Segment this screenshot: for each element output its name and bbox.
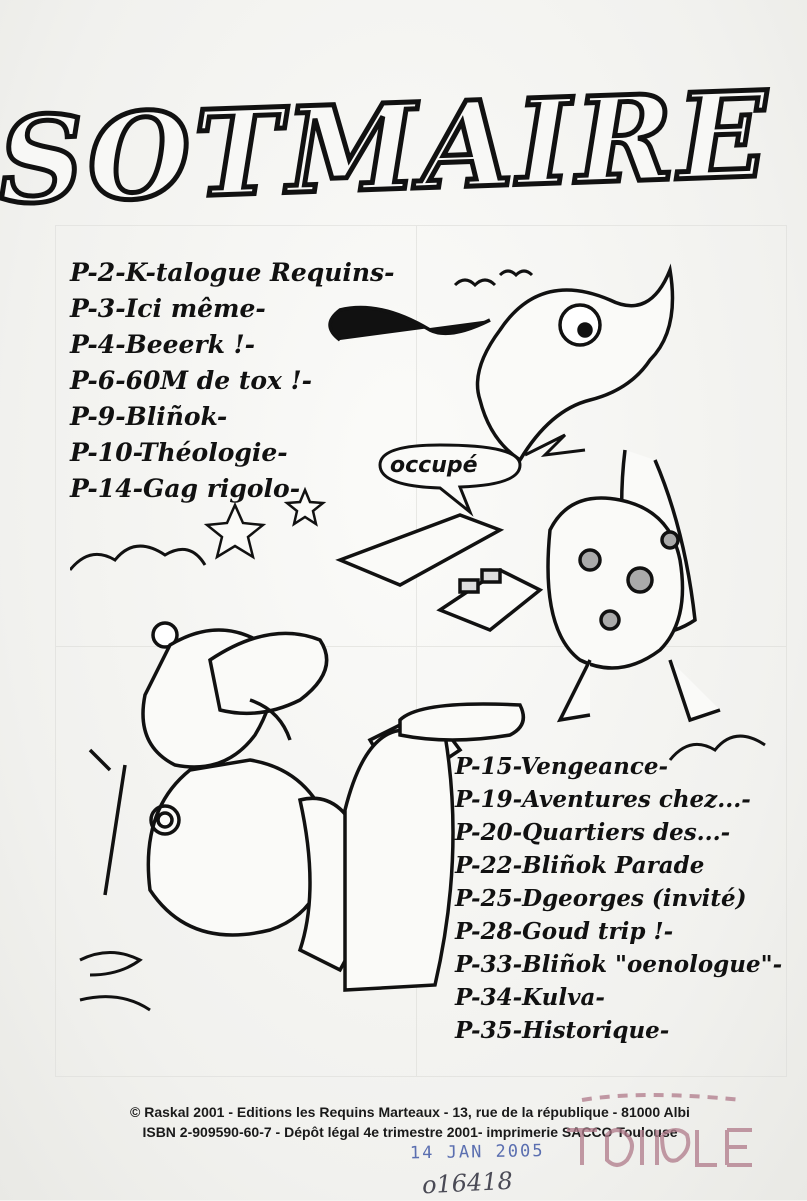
show-through-panels (55, 225, 787, 1077)
cloud-right (668, 734, 766, 761)
cloud-left (70, 544, 207, 571)
toc-item: P-28-Goud trip !- (455, 918, 674, 945)
toc-list-left: P-2-K-talogue Requins- P-3-Ici même- P-4… (70, 255, 410, 507)
ray-gun (335, 513, 544, 633)
speech-bubble: occupé (378, 433, 586, 517)
ground-stones (398, 702, 526, 742)
toc-item: P-35-Historique- (455, 1017, 670, 1044)
toc-item: P-20-Quartiers des...- (455, 819, 731, 846)
star-1 (203, 501, 267, 560)
rock-cliff (343, 728, 455, 992)
toc-item: P-22-Bliñok Parade (455, 852, 705, 879)
hiker-character (88, 621, 463, 973)
toc-item: P-3-Ici même- (70, 294, 266, 323)
footer-line-copyright: © Raskal 2001 - Editions les Requins Mar… (130, 1104, 690, 1120)
toc-item: P-19-Aventures chez...- (455, 786, 751, 813)
toc-item: P-15-Vengeance- (455, 753, 669, 780)
motion-lines (79, 951, 151, 1012)
library-stamp-logo (567, 1093, 752, 1167)
toc-item: P-10-Théologie- (70, 438, 288, 467)
birds (453, 269, 534, 288)
footer-line-isbn: ISBN 2-909590-60-7 - Dépôt légal 4e trim… (142, 1124, 678, 1140)
toc-item: P-34-Kulva- (455, 984, 605, 1011)
comic-illustration: occupé (70, 263, 766, 1012)
toc-item: P-4-Beeerk !- (70, 330, 255, 359)
toc-item: P-6-60M de tox !- (70, 366, 313, 395)
spotted-creature (328, 263, 721, 723)
publisher-footer: © Raskal 2001 - Editions les Requins Mar… (60, 1102, 760, 1142)
toc-list-right: P-15-Vengeance- P-19-Aventures chez...- … (455, 750, 785, 1047)
toc-item: P-25-Dgeorges (invité) (455, 885, 747, 912)
bubble-label: occupé (390, 453, 478, 478)
star-2 (283, 486, 327, 527)
page-title: SOTMAIRE (0, 62, 776, 233)
toc-item: P-33-Bliñok "oenologue"- (455, 951, 783, 978)
toc-item: P-9-Bliñok- (70, 402, 228, 431)
inventory-number: o16418 (421, 1166, 514, 1200)
toc-item: P-2-K-talogue Requins- (70, 258, 395, 287)
toc-item: P-14-Gag rigolo- (70, 474, 301, 503)
